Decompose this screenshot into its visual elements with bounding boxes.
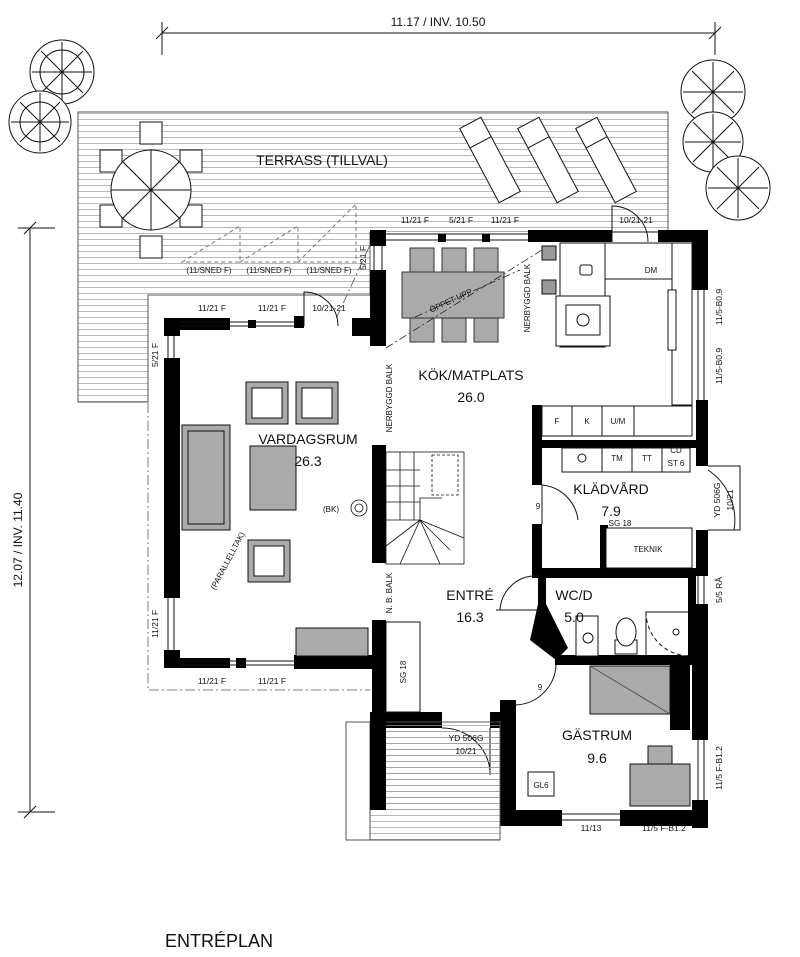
skylight-label: (11/SNED F) — [306, 266, 352, 275]
room-name-wc: WC/D — [555, 587, 592, 603]
room-name-kitchen: KÖK/MATPLATS — [418, 366, 523, 383]
dimension-left — [18, 221, 55, 819]
tree-icon — [8, 39, 95, 154]
tree-icon — [680, 59, 771, 221]
oven-label: U/M — [611, 417, 626, 426]
kitchen-counter — [541, 242, 693, 437]
open-above-line — [414, 269, 521, 318]
staircase — [385, 451, 465, 565]
dryer-label: TT — [642, 454, 652, 463]
room-name-entry: ENTRÉ — [446, 587, 493, 603]
window-label: 11/21 F — [198, 303, 226, 313]
living-furniture — [181, 381, 369, 657]
window-label: 5/21 F — [358, 246, 368, 270]
window-label: 5/21 F — [449, 215, 473, 225]
beam-label: NERBYGGD BALK — [523, 263, 532, 332]
window-label: 11/21 F — [150, 610, 160, 638]
patio-table — [99, 121, 203, 259]
wc-angled-wall — [530, 604, 568, 660]
beam-label: NERBYGGD BALK — [385, 363, 394, 432]
skylight-label: (11/SNED F) — [246, 266, 292, 275]
entry-closet — [385, 621, 421, 713]
dimension-top — [155, 22, 722, 55]
window-label: 11/13 — [581, 823, 602, 833]
window-label: 11/21 F — [198, 676, 226, 686]
laundry-fixtures — [561, 447, 693, 569]
st6-label: ST 6 — [668, 459, 685, 468]
room-area-kitchen: 26.0 — [457, 389, 484, 405]
gl6-label: GL6 — [533, 781, 549, 790]
skylights — [180, 202, 357, 263]
window-label: 11/5-B0.9 — [714, 348, 724, 385]
door-label: 10/21 — [455, 746, 477, 756]
room-area-wc: 5.0 — [564, 609, 584, 625]
room-area-guest: 9.6 — [587, 750, 607, 766]
k-label: K — [584, 417, 590, 426]
window-label: 5/21 F — [150, 343, 160, 367]
window-label: 11/5 F-B1.2 — [642, 823, 686, 833]
sun-lounger — [459, 116, 637, 204]
door-number: 9 — [536, 502, 541, 511]
door-label: 10/21-21 — [312, 303, 346, 313]
wc-fixtures — [575, 611, 689, 657]
window-frames — [167, 231, 705, 821]
fireplace-icon — [350, 499, 368, 517]
door-label: YD 506G — [449, 733, 484, 743]
teknik-label: TEKNIK — [634, 545, 664, 554]
room-name-guest: GÄSTRUM — [562, 727, 632, 743]
dimension-left-label: 12.07 / INV. 11.40 — [11, 492, 25, 587]
walls — [164, 230, 708, 828]
beam-label: N. B. BALK — [385, 572, 394, 613]
dishwasher-label: DM — [645, 266, 658, 275]
room-name-living: VARDAGSRUM — [258, 431, 357, 447]
dining-table — [401, 247, 505, 343]
door-label: 10/21 — [725, 489, 735, 511]
fridge-label: F — [555, 417, 560, 426]
window-label: 11/21 F — [258, 303, 286, 313]
bk-label: (BK) — [323, 505, 339, 514]
sg18-entry-label: SG 18 — [399, 660, 408, 683]
sg18-label: SG 18 — [609, 519, 632, 528]
room-area-laundry: 7.9 — [601, 503, 621, 519]
window-label: 5/5 RÅ — [714, 577, 724, 603]
window-label: 11/5-B0.9 — [714, 289, 724, 326]
porch — [345, 712, 501, 841]
window-label: 11/21 F — [258, 676, 286, 686]
washer-label: TM — [611, 454, 623, 463]
room-area-living: 26.3 — [294, 453, 321, 469]
terrace-label: TERRASS (TILLVAL) — [256, 152, 388, 168]
cd-label: CD — [670, 446, 682, 455]
room-area-entry: 16.3 — [456, 609, 483, 625]
window-label: 11/21 F — [491, 215, 519, 225]
room-name-laundry: KLÄDVÅRD — [573, 481, 648, 497]
door-label: YD 506G — [712, 483, 722, 518]
guest-bed — [527, 665, 691, 807]
door-label: 10/21-21 — [619, 215, 653, 225]
open-above-line — [385, 247, 546, 349]
window-label: 11/21 F — [401, 215, 429, 225]
plan-title: ENTRÉPLAN — [165, 931, 273, 951]
door-number: 9 — [538, 683, 543, 692]
dimension-top-label: 11.17 / INV. 10.50 — [391, 15, 486, 29]
window-label: 11/5 F-B1.2 — [714, 746, 724, 790]
skylight-label: (11/SNED F) — [186, 266, 232, 275]
